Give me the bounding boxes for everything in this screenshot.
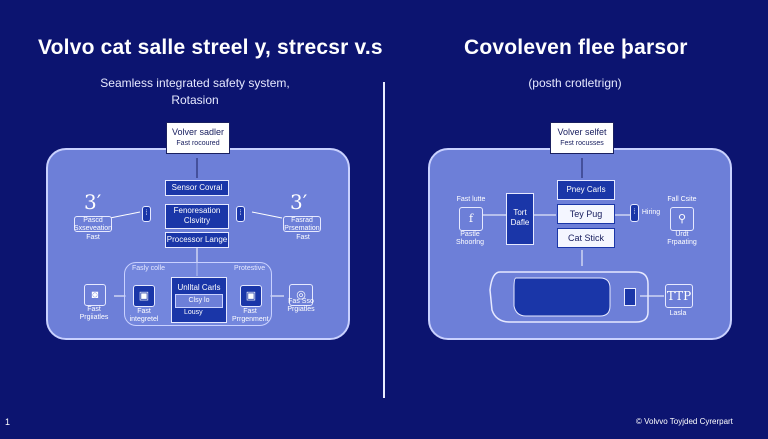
- right-camera-label: Fast Prrgenment: [232, 308, 269, 323]
- far-right-label: Fas Sso Prgiatles: [287, 298, 315, 313]
- far-left-icon: ◙: [84, 284, 106, 306]
- processor-box: Processor Lange: [165, 232, 229, 248]
- function-box: Fenoresation Clsvitry: [165, 204, 229, 229]
- right-small-label: Hiring: [641, 209, 661, 216]
- left-input-label: Pascd Sxseveation: [73, 217, 113, 232]
- left-sensor-icon: ⁞: [142, 206, 151, 222]
- right-right-label: Fall Csite: [667, 196, 697, 203]
- copyright-text: © Volvvo Toyjded Cyrerpart: [636, 417, 733, 426]
- right-left-label: Fast lutte: [456, 196, 486, 203]
- right-subtitle: (posth crotletrign): [528, 76, 622, 90]
- right-tool-icon: ⚲: [670, 207, 694, 231]
- cat-stick-box: Cat Stick: [557, 228, 615, 248]
- pney-box: Pney Carls: [557, 180, 615, 200]
- far-left-label: Fast Prgiiatles: [79, 306, 109, 321]
- left-camera-icon: ▣: [133, 285, 155, 307]
- unit-status: Clsy lo: [175, 294, 223, 308]
- left-top-card: Volver sadler Fast rocoured: [166, 122, 230, 154]
- right-three-icon: 3′: [290, 190, 308, 214]
- left-input-box: [74, 216, 112, 232]
- function-f-icon: f: [459, 207, 483, 231]
- left-three-icon: 3′: [84, 190, 102, 214]
- inner-title-right: Protestive: [234, 265, 266, 272]
- car-module-icon: [624, 288, 636, 306]
- right-side-sensor-icon: ⁞: [630, 204, 639, 222]
- right-left-sub: Pastle Shoorlng: [455, 231, 485, 246]
- unit-button: Lousy: [184, 309, 203, 316]
- far-right-icon: ◎: [289, 284, 313, 306]
- right-top-card: Volver selfet Fest rocusses: [550, 122, 614, 154]
- right-camera-icon: ▣: [240, 285, 262, 307]
- left-title: Volvo cat salle streel y, strecsr v.s: [38, 36, 383, 59]
- right-input-box: [283, 216, 321, 232]
- right-input-label: Fasrad Prsemation: [284, 217, 320, 232]
- tip-label: Lasla: [669, 310, 687, 317]
- center-divider: [383, 82, 385, 398]
- sensor-box: Sensor Covral: [165, 180, 229, 196]
- left-subtitle: Seamless integrated safety system, Rotas…: [100, 76, 290, 107]
- left-input-caption: Fast: [86, 234, 100, 241]
- right-right-sub: Urdt Frpaating: [667, 231, 697, 246]
- right-title: Covoleven flee þarsor: [464, 36, 688, 59]
- right-input-caption: Fast: [296, 234, 310, 241]
- tey-pug-box: Tey Pug: [557, 204, 615, 224]
- right-sensor-icon: ⁞: [236, 206, 245, 222]
- right-center-box: Tort Dafle: [506, 193, 534, 245]
- left-camera-label: Fast integretel: [129, 308, 159, 323]
- page-number: 1: [5, 417, 11, 427]
- inner-title-left: Fasly colle: [132, 265, 166, 272]
- tip-box: TTP: [665, 284, 693, 308]
